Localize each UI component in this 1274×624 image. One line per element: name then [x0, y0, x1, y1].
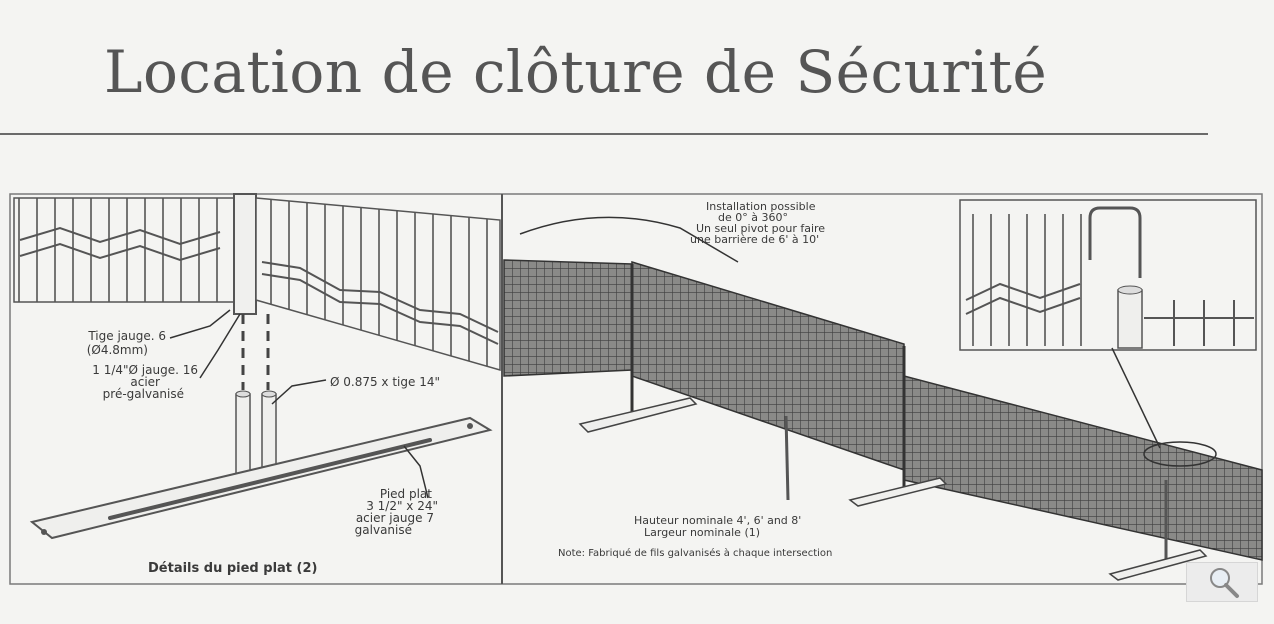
fence-installation-panel: Installation possible de 0° à 360° Un se… — [503, 199, 1263, 581]
fence-diagram: Tige jauge. 6 (Ø4.8mm) 1 1/4"Ø jauge. 16… — [0, 180, 1274, 600]
foot-label-line-3: acier jauge 7 — [356, 511, 434, 525]
flat-foot-detail-panel: Tige jauge. 6 (Ø4.8mm) 1 1/4"Ø jauge. 16… — [13, 193, 503, 584]
tube-label-line-2: acier — [130, 375, 160, 389]
magnifier-icon — [1210, 568, 1239, 598]
flat-foot-caption: Détails du pied plat (2) — [148, 561, 317, 576]
rod-label-line-2: (Ø4.8mm) — [87, 343, 148, 357]
pivot-label-line-1: Installation possible — [706, 200, 816, 213]
foot-label-line-4: galvanisé — [355, 523, 412, 537]
zoom-button[interactable] — [1186, 562, 1258, 602]
height-label-line-2: Largeur nominale (1) — [644, 526, 760, 539]
fence-note: Note: Fabriqué de fils galvanisés à chaq… — [558, 547, 832, 559]
foot-label-line-1: Pied plat — [380, 487, 432, 501]
tube-label-line-3: pré-galvanisé — [103, 387, 184, 401]
rod-label-line-1: Tige jauge. 6 — [87, 329, 166, 343]
pivot-label-line-2: de 0° à 360° — [718, 211, 788, 224]
foot-label-line-2: 3 1/2" x 24" — [366, 499, 438, 513]
pin-label: Ø 0.875 x tige 14" — [330, 375, 440, 389]
height-label-line-1: Hauteur nominale 4', 6' and 8' — [634, 514, 801, 527]
pivot-label-line-3: Un seul pivot pour faire — [696, 222, 825, 235]
pivot-label-line-4: une barrière de 6' à 10' — [690, 233, 819, 246]
title-divider — [0, 133, 1208, 135]
page-title: Location de clôture de Sécurité — [104, 38, 1048, 106]
tube-label-line-1: 1 1/4"Ø jauge. 16 — [92, 363, 198, 377]
